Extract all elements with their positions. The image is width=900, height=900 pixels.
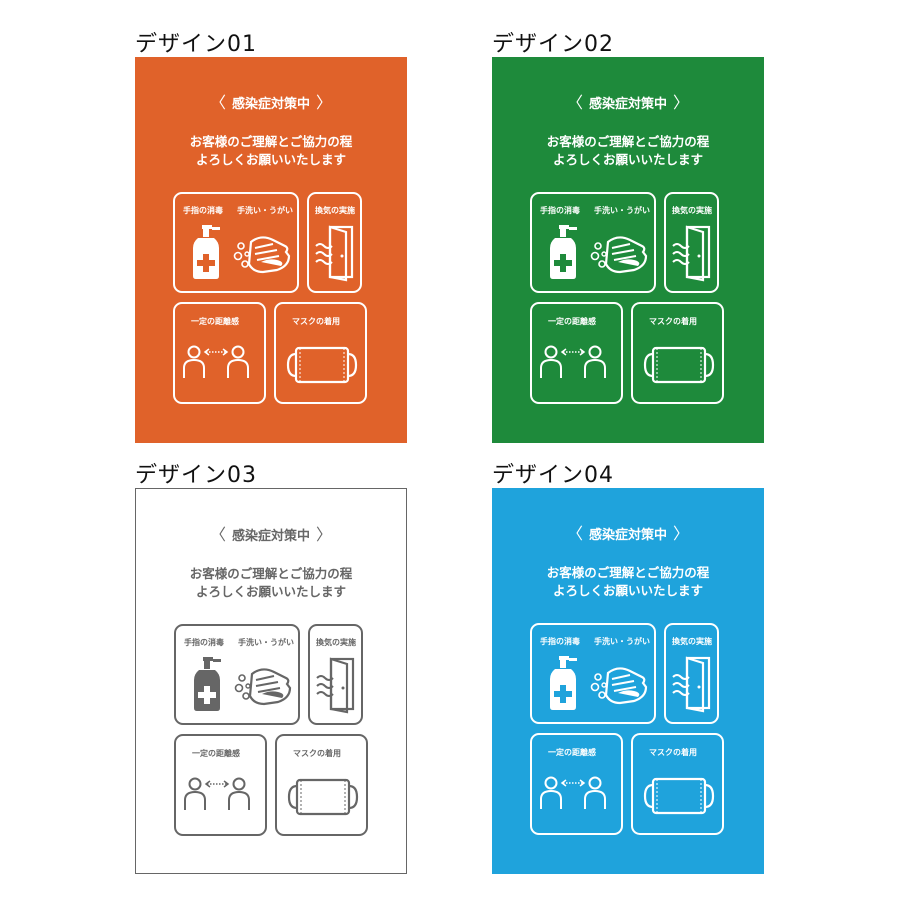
poster-heading: 〈感染症対策中〉 (135, 89, 407, 113)
distance-box: 一定の距離感 (530, 302, 623, 404)
hand-wash-label: 手洗い・うがい (237, 206, 293, 215)
mask-label: マスクの着用 (649, 317, 697, 326)
two-people-distance-icon (540, 345, 606, 378)
heading-text: 感染症対策中 (231, 529, 310, 544)
heading-text: 感染症対策中 (231, 97, 310, 112)
ventilation-label: 換気の実施 (672, 206, 712, 215)
sanitizer-bottle-icon (550, 225, 577, 279)
heading-left-chevron: 〈 (209, 525, 226, 544)
ventilation-box: 換気の実施 (307, 192, 362, 293)
design-label-03: デザイン03 (135, 463, 257, 488)
poster-message: お客様のご理解とご協力の程 よろしくお願いいたします (492, 564, 764, 600)
message-line-2: よろしくお願いいたします (195, 584, 346, 599)
mask-box: マスクの着用 (275, 734, 368, 836)
mask-box: マスクの着用 (631, 733, 724, 835)
message-line-2: よろしくお願いいたします (552, 152, 703, 167)
face-mask-icon (643, 777, 715, 815)
hand-hygiene-box: 手指の消毒 手洗い・うがい (174, 624, 300, 725)
design-label-01: デザイン01 (135, 32, 257, 57)
heading-right-chevron: 〉 (673, 93, 690, 112)
distance-label: 一定の距離感 (548, 748, 596, 757)
mask-box: マスクの着用 (631, 302, 724, 404)
distance-box: 一定の距離感 (173, 302, 266, 404)
ventilation-label: 換気の実施 (315, 206, 355, 215)
ventilation-box: 換気の実施 (308, 624, 363, 725)
poster-message: お客様のご理解とご協力の程 よろしくお願いいたします (492, 133, 764, 169)
mask-box: マスクの着用 (274, 302, 367, 404)
hand-hygiene-box: 手指の消毒 手洗い・うがい (530, 192, 656, 293)
hand-washing-icon (233, 236, 291, 274)
mask-label: マスクの着用 (293, 749, 341, 758)
hand-washing-icon (234, 668, 292, 706)
door-ventilation-icon (315, 225, 354, 282)
sanitizer-bottle-icon (193, 225, 220, 279)
hand-wash-label: 手洗い・うがい (594, 206, 650, 215)
ventilation-box: 換気の実施 (664, 192, 719, 293)
two-people-distance-icon (540, 776, 606, 809)
hand-hygiene-box: 手指の消毒 手洗い・うがい (173, 192, 299, 293)
hand-hygiene-box: 手指の消毒 手洗い・うがい (530, 623, 656, 724)
poster-design-03: 〈感染症対策中〉 お客様のご理解とご協力の程 よろしくお願いいたします 手指の消… (135, 488, 407, 874)
face-mask-icon (286, 346, 358, 384)
sanitizer-bottle-icon (550, 656, 577, 710)
face-mask-icon (643, 346, 715, 384)
sanitize-label: 手指の消毒 (183, 206, 223, 215)
poster-design-02: 〈感染症対策中〉 お客様のご理解とご協力の程 よろしくお願いいたします 手指の消… (492, 57, 764, 443)
hand-wash-label: 手洗い・うがい (594, 637, 650, 646)
message-line-1: お客様のご理解とご協力の程 (189, 566, 353, 581)
poster-heading: 〈感染症対策中〉 (492, 520, 764, 544)
sanitize-label: 手指の消毒 (540, 206, 580, 215)
heading-left-chevron: 〈 (566, 524, 583, 543)
face-mask-icon (287, 778, 359, 816)
hand-washing-icon (590, 667, 648, 705)
door-ventilation-icon (316, 657, 355, 714)
message-line-1: お客様のご理解とご協力の程 (546, 565, 710, 580)
poster-heading: 〈感染症対策中〉 (492, 89, 764, 113)
sanitizer-bottle-icon (194, 657, 221, 711)
heading-left-chevron: 〈 (566, 93, 583, 112)
ventilation-label: 換気の実施 (316, 638, 356, 647)
mask-label: マスクの着用 (292, 317, 340, 326)
heading-right-chevron: 〉 (316, 93, 333, 112)
sanitize-label: 手指の消毒 (540, 637, 580, 646)
two-people-distance-icon (183, 345, 249, 378)
message-line-2: よろしくお願いいたします (552, 583, 703, 598)
distance-label: 一定の距離感 (191, 317, 239, 326)
heading-right-chevron: 〉 (316, 525, 333, 544)
message-line-2: よろしくお願いいたします (195, 152, 346, 167)
door-ventilation-icon (672, 225, 711, 282)
ventilation-label: 換気の実施 (672, 637, 712, 646)
distance-label: 一定の距離感 (548, 317, 596, 326)
poster-design-01: 〈感染症対策中〉 お客様のご理解とご協力の程 よろしくお願いいたします 手指の消… (135, 57, 407, 443)
poster-message: お客様のご理解とご協力の程 よろしくお願いいたします (135, 133, 407, 169)
poster-design-04: 〈感染症対策中〉 お客様のご理解とご協力の程 よろしくお願いいたします 手指の消… (492, 488, 764, 874)
heading-text: 感染症対策中 (588, 528, 667, 543)
design-label-04: デザイン04 (492, 463, 614, 488)
distance-box: 一定の距離感 (530, 733, 623, 835)
design-label-02: デザイン02 (492, 32, 614, 57)
distance-box: 一定の距離感 (174, 734, 267, 836)
message-line-1: お客様のご理解とご協力の程 (546, 134, 710, 149)
poster-message: お客様のご理解とご協力の程 よろしくお願いいたします (136, 565, 406, 601)
distance-label: 一定の距離感 (192, 749, 240, 758)
hand-washing-icon (590, 236, 648, 274)
heading-left-chevron: 〈 (209, 93, 226, 112)
two-people-distance-icon (184, 777, 250, 810)
door-ventilation-icon (672, 656, 711, 713)
sanitize-label: 手指の消毒 (184, 638, 224, 647)
message-line-1: お客様のご理解とご協力の程 (189, 134, 353, 149)
heading-right-chevron: 〉 (673, 524, 690, 543)
poster-heading: 〈感染症対策中〉 (136, 521, 406, 545)
heading-text: 感染症対策中 (588, 97, 667, 112)
ventilation-box: 換気の実施 (664, 623, 719, 724)
hand-wash-label: 手洗い・うがい (238, 638, 294, 647)
mask-label: マスクの着用 (649, 748, 697, 757)
